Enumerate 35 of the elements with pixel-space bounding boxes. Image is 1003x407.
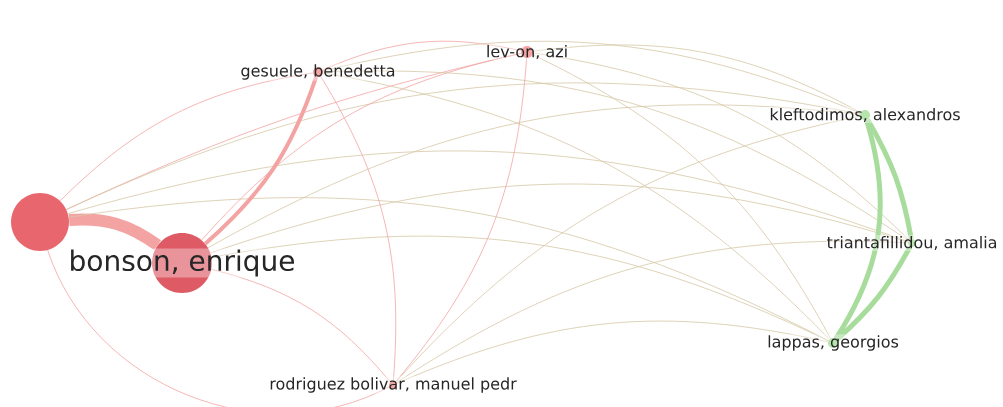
node-label: triantafillidou, amalia [825, 235, 999, 251]
link-line [68, 213, 162, 251]
link-line [59, 72, 314, 202]
node-label: lappas, georgios [766, 334, 900, 352]
link-line [322, 72, 830, 340]
network-node [521, 46, 533, 58]
network-node [908, 239, 916, 247]
node-label: kleftodimos, alexandros [768, 107, 962, 123]
link-line [322, 40, 522, 71]
node-label: gesuele, benedetta [239, 63, 397, 81]
link-line [201, 53, 522, 241]
link-line [65, 82, 861, 210]
link-line [396, 320, 829, 384]
network-node [389, 381, 397, 389]
node-label: rodriguez bolivar, manuel pedr [268, 376, 518, 394]
link-line [203, 76, 319, 246]
link-line [396, 240, 909, 384]
link-line [395, 115, 861, 383]
link-line [320, 76, 397, 382]
network-node [313, 67, 323, 77]
link-line [532, 44, 861, 113]
network-node [11, 193, 69, 251]
link-line [211, 268, 391, 383]
link-line [532, 52, 910, 241]
link-line [322, 40, 861, 114]
link-line [835, 245, 913, 342]
link-line [47, 249, 390, 407]
link-line [322, 70, 909, 242]
link-line [207, 104, 861, 249]
node-label: bonson, enrique [67, 248, 297, 278]
link-line [532, 54, 831, 339]
node-label: lev-on, azi [484, 44, 570, 60]
link-line [210, 183, 909, 254]
link-line [68, 197, 829, 342]
link-line [833, 119, 883, 340]
